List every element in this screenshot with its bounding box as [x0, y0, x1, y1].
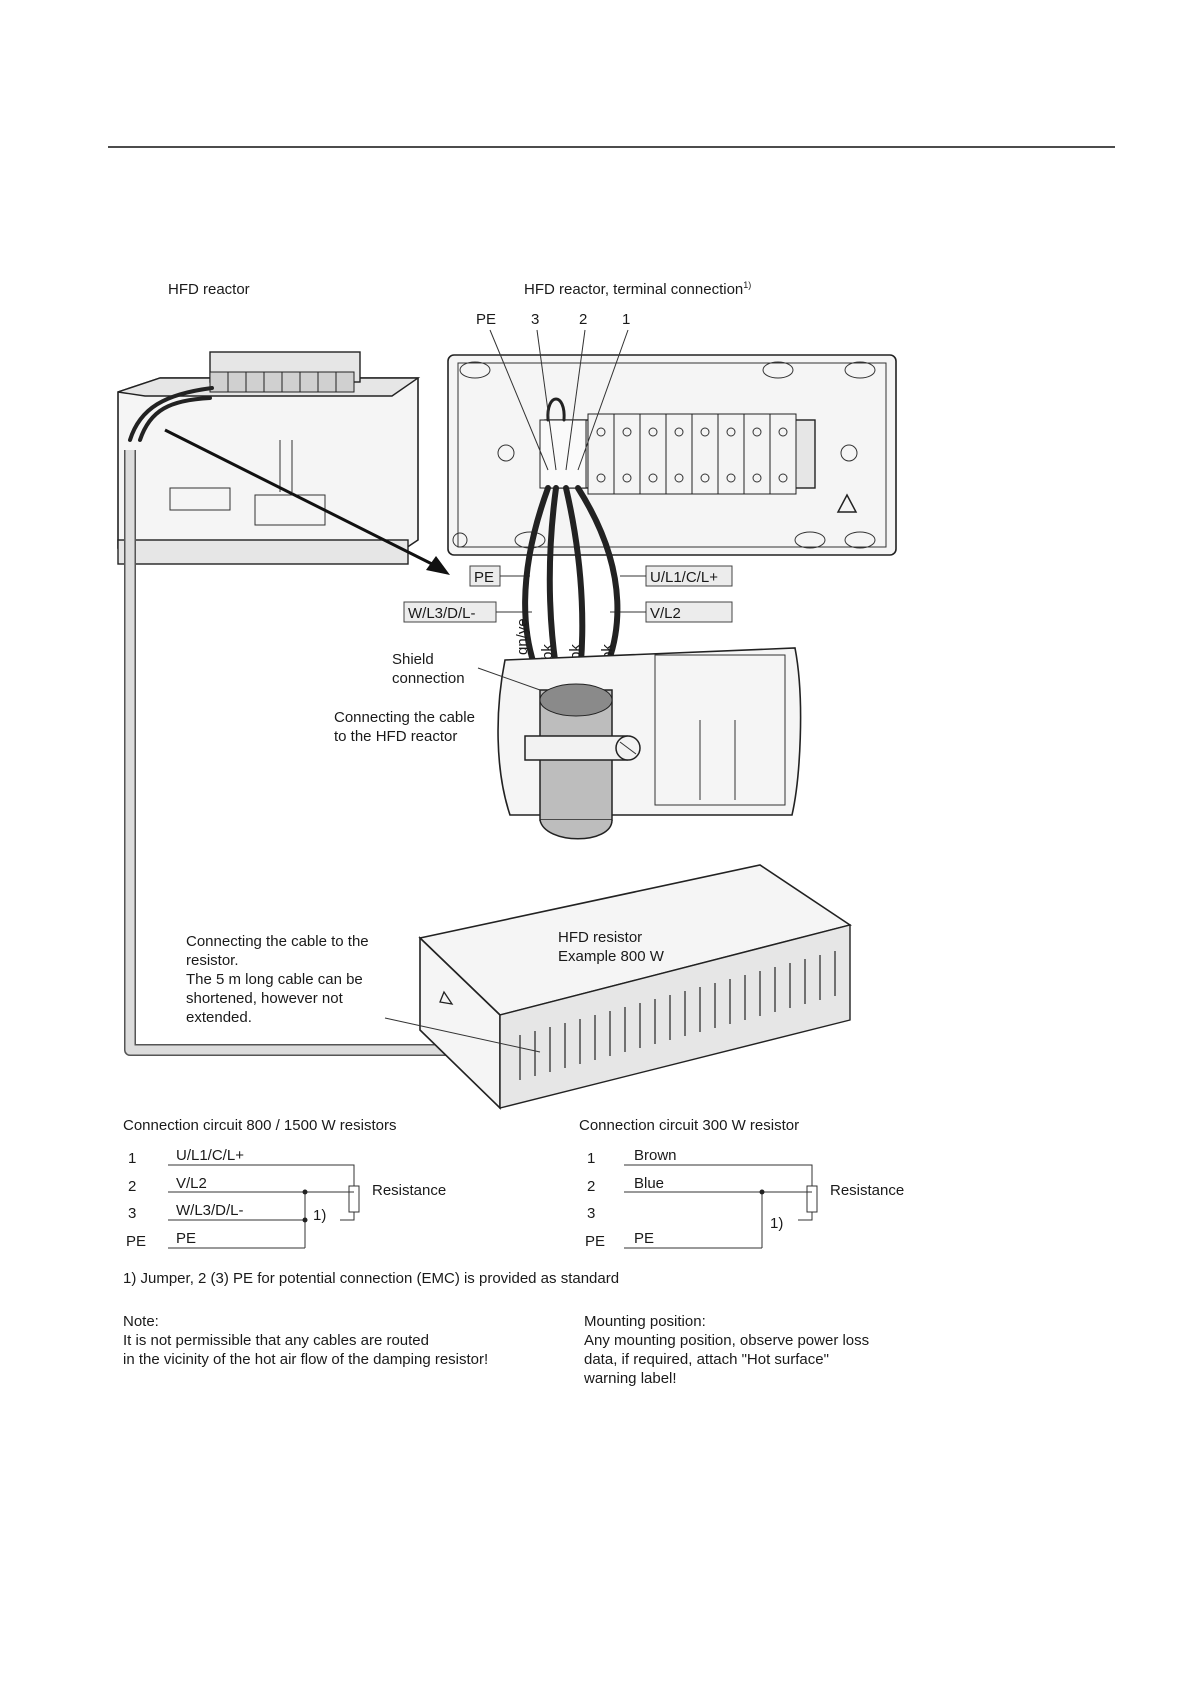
connect-resistor-label-4: shortened, however not: [186, 990, 344, 1007]
terminal-number-1: 1: [622, 311, 630, 328]
resistor-title-2: Example 800 W: [558, 948, 665, 965]
circuit-left-num-pe: PE: [126, 1233, 146, 1250]
circuit-left-name-1: U/L1/C/L+: [176, 1147, 244, 1164]
circuit-right-num-1: 1: [587, 1150, 595, 1167]
wire-color-3: bk: [539, 644, 556, 660]
terminal-title-text: HFD reactor, terminal connection: [524, 281, 743, 298]
wire-color-pe: gn/ye: [514, 618, 531, 655]
connect-resistor-label-5: extended.: [186, 1009, 252, 1026]
footnote: 1) Jumper, 2 (3) PE for potential connec…: [123, 1270, 619, 1287]
circuit-right: Connection circuit 300 W resistor 1 2 3 …: [579, 1117, 904, 1250]
connect-reactor-label-2: to the HFD reactor: [334, 728, 457, 745]
reactor-terminal-strip: [209, 371, 355, 393]
terminal-arrow-head: [426, 556, 450, 575]
terminal-number-3: 3: [531, 311, 539, 328]
circuit-right-name-1: Brown: [634, 1147, 677, 1164]
shield-label-2: connection: [392, 670, 465, 687]
terminal-title: HFD reactor, terminal connection1): [524, 280, 751, 298]
terminal-block-row: [587, 413, 797, 495]
box-u-label: U/L1/C/L+: [650, 569, 718, 586]
circuit-left-num-2: 2: [128, 1178, 136, 1195]
resistor-vent-slots: [519, 951, 836, 1080]
circuit-right-num-pe: PE: [585, 1233, 605, 1250]
circuit-right-resistance: Resistance: [830, 1182, 904, 1199]
circuit-left-name-3: W/L3/D/L-: [176, 1202, 244, 1219]
mounting-title: Mounting position:: [584, 1313, 706, 1330]
mounting-line-1: Any mounting position, observe power los…: [584, 1332, 869, 1349]
shield-clamp: [497, 647, 802, 840]
mounting-line-3: warning label!: [583, 1370, 677, 1387]
resistor-warning-icon: [439, 990, 454, 1005]
connect-resistor-label-3: The 5 m long cable can be: [186, 971, 363, 988]
circuit-right-name-pe: PE: [634, 1230, 654, 1247]
connect-reactor-label-1: Connecting the cable: [334, 709, 475, 726]
circuit-left-num-1: 1: [128, 1150, 136, 1167]
terminal-box: [447, 354, 897, 556]
terminal-number-pe: PE: [476, 311, 496, 328]
connect-resistor-label-1: Connecting the cable to the: [186, 933, 369, 950]
resistor-title-1: HFD resistor: [558, 929, 642, 946]
note-line-1: It is not permissible that any cables ar…: [123, 1332, 429, 1349]
connect-resistor-label-2: resistor.: [186, 952, 239, 969]
circuit-right-jumper: 1): [770, 1215, 783, 1232]
box-v-label: V/L2: [650, 605, 681, 622]
wired-terminals: [539, 419, 587, 489]
mounting-line-2: data, if required, attach "Hot surface": [584, 1351, 829, 1368]
warning-triangle-icon: [836, 493, 858, 513]
note-line-2: in the vicinity of the hot air flow of t…: [123, 1351, 488, 1368]
circuit-left-num-3: 3: [128, 1205, 136, 1222]
box-pe-label: PE: [474, 569, 494, 586]
reactor-device: [117, 351, 421, 565]
circuit-left-name-pe: PE: [176, 1230, 196, 1247]
note-title: Note:: [123, 1313, 159, 1330]
circuit-right-title: Connection circuit 300 W resistor: [579, 1117, 799, 1134]
reactor-title: HFD reactor: [168, 281, 250, 298]
circuit-left-jumper: 1): [313, 1207, 326, 1224]
shield-label-1: Shield: [392, 651, 434, 668]
circuit-right-num-3: 3: [587, 1205, 595, 1222]
resistor-device: [418, 864, 852, 1110]
circuit-left: Connection circuit 800 / 1500 W resistor…: [123, 1117, 446, 1250]
circuit-left-resistance: Resistance: [372, 1182, 446, 1199]
circuit-left-name-2: V/L2: [176, 1175, 207, 1192]
terminal-arrow: [164, 428, 441, 570]
terminal-number-2: 2: [579, 311, 587, 328]
box-w-label: W/L3/D/L-: [408, 605, 476, 622]
circuit-right-name-2: Blue: [634, 1175, 664, 1192]
circuit-left-title: Connection circuit 800 / 1500 W resistor…: [123, 1117, 396, 1134]
terminal-title-sup: 1): [743, 280, 751, 290]
wire-color-2: bk: [567, 644, 584, 660]
circuit-right-num-2: 2: [587, 1178, 595, 1195]
